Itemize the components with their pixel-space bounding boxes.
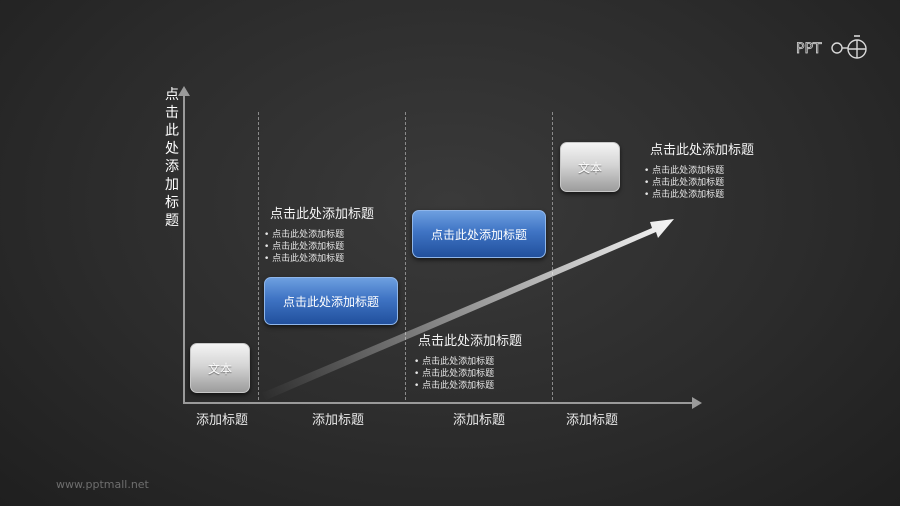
y-axis-label: 点击此处添加标题 <box>165 87 179 229</box>
bullet-item: 点击此处添加标题 <box>264 253 374 265</box>
bullet-list: 点击此处添加标题 点击此处添加标题 点击此处添加标题 <box>644 165 754 201</box>
bullet-item: 点击此处添加标题 <box>414 368 522 380</box>
block-title: 点击此处添加标题 <box>418 334 523 349</box>
x-axis-label: 添加标题 <box>452 413 505 428</box>
x-axis-label: 添加标题 <box>195 413 248 428</box>
title-button-right[interactable]: 点击此处添加标题 <box>412 210 546 258</box>
column-divider <box>258 112 259 400</box>
text-box-right[interactable]: 文本 <box>560 142 620 192</box>
column-divider <box>405 112 406 400</box>
column-divider <box>552 112 553 400</box>
x-axis-line <box>183 402 693 404</box>
x-axis-arrow-icon <box>692 397 702 409</box>
y-axis-line <box>183 95 185 403</box>
x-axis-label: 添加标题 <box>565 413 618 428</box>
bullet-list: 点击此处添加标题 点击此处添加标题 点击此处添加标题 <box>264 229 374 265</box>
block-title: 点击此处添加标题 <box>270 207 375 222</box>
bullet-list: 点击此处添加标题 点击此处添加标题 点击此处添加标题 <box>414 356 522 392</box>
block-title: 点击此处添加标题 <box>650 143 755 158</box>
bullet-item: 点击此处添加标题 <box>414 380 522 392</box>
website-footer[interactable]: www.pptmall.net <box>56 478 149 491</box>
logo: PPT <box>796 32 872 68</box>
logo-text: PPT <box>796 41 822 57</box>
y-axis-arrow-icon <box>178 86 190 96</box>
bullet-item: 点击此处添加标题 <box>414 356 522 368</box>
text-block-3: 点击此处添加标题 点击此处添加标题 点击此处添加标题 点击此处添加标题 <box>650 139 754 201</box>
text-box-left[interactable]: 文本 <box>190 343 250 393</box>
text-block-2: 点击此处添加标题 点击此处添加标题 点击此处添加标题 点击此处添加标题 <box>418 330 522 392</box>
bullet-item: 点击此处添加标题 <box>264 229 374 241</box>
stopwatch-icon: PPT <box>796 35 867 59</box>
bullet-item: 点击此处添加标题 <box>644 177 754 189</box>
x-axis-label: 添加标题 <box>311 413 364 428</box>
title-button-left[interactable]: 点击此处添加标题 <box>264 277 398 325</box>
bullet-item: 点击此处添加标题 <box>264 241 374 253</box>
bullet-item: 点击此处添加标题 <box>644 189 754 201</box>
bullet-item: 点击此处添加标题 <box>644 165 754 177</box>
text-block-1: 点击此处添加标题 点击此处添加标题 点击此处添加标题 点击此处添加标题 <box>270 203 374 265</box>
